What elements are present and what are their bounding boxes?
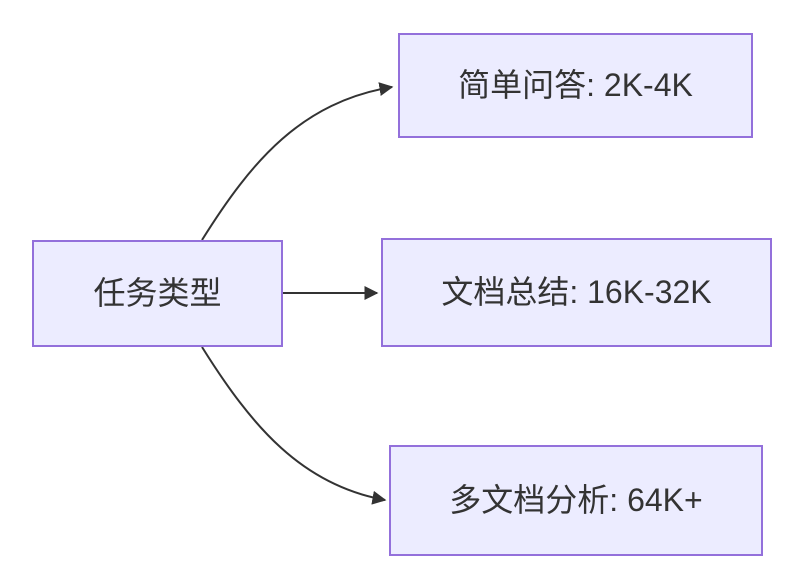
- node-doc-summary: 文档总结: 16K-32K: [381, 238, 772, 347]
- node-simple-qa-label: 简单问答: 2K-4K: [458, 67, 693, 104]
- node-multi-doc-analysis-label: 多文档分析: 64K+: [449, 482, 703, 519]
- edge-root-to-child3: [201, 346, 387, 505]
- node-task-type-label: 任务类型: [93, 275, 222, 312]
- node-task-type: 任务类型: [32, 240, 283, 347]
- node-multi-doc-analysis: 多文档分析: 64K+: [389, 445, 763, 556]
- node-simple-qa: 简单问答: 2K-4K: [398, 33, 753, 138]
- node-doc-summary-label: 文档总结: 16K-32K: [441, 274, 712, 311]
- edge-root-to-child1: [201, 82, 394, 241]
